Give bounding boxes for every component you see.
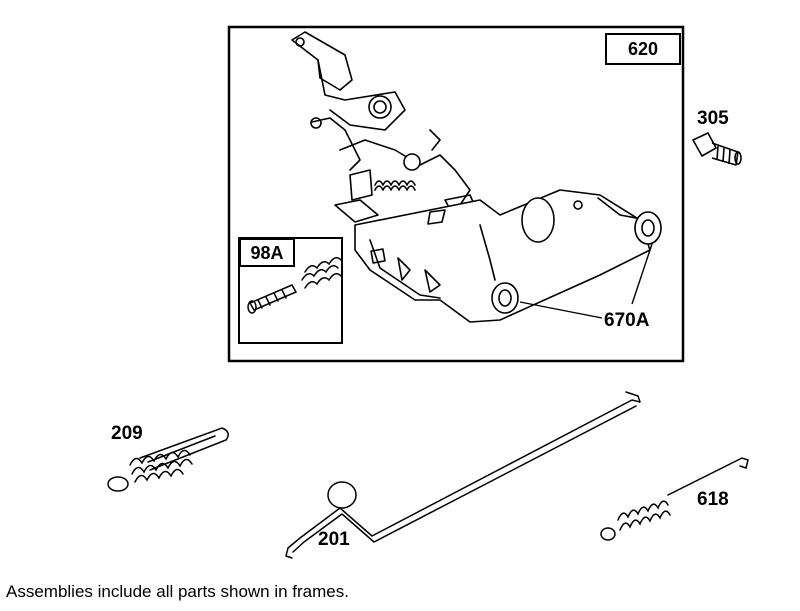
frame-620-label: 620	[605, 33, 681, 65]
frame-620	[227, 25, 685, 363]
control-bracket-drawing	[291, 31, 662, 323]
leader-lines-670a	[519, 243, 653, 319]
part-label-618: 618	[697, 489, 729, 510]
part-label-305: 305	[697, 108, 729, 129]
spring-618-drawing	[600, 457, 749, 541]
link-rod-201-drawing	[285, 391, 641, 559]
part-label-670a: 670A	[604, 310, 650, 331]
spring-209-drawing	[107, 427, 229, 492]
diagram-caption: Assemblies include all parts shown in fr…	[6, 582, 349, 601]
bolt-305-drawing	[692, 132, 742, 166]
frame-98a-label: 98A	[239, 238, 295, 267]
part-label-201: 201	[318, 529, 350, 550]
part-label-209: 209	[111, 423, 143, 444]
adjuster-screw-spring-drawing	[247, 257, 342, 314]
